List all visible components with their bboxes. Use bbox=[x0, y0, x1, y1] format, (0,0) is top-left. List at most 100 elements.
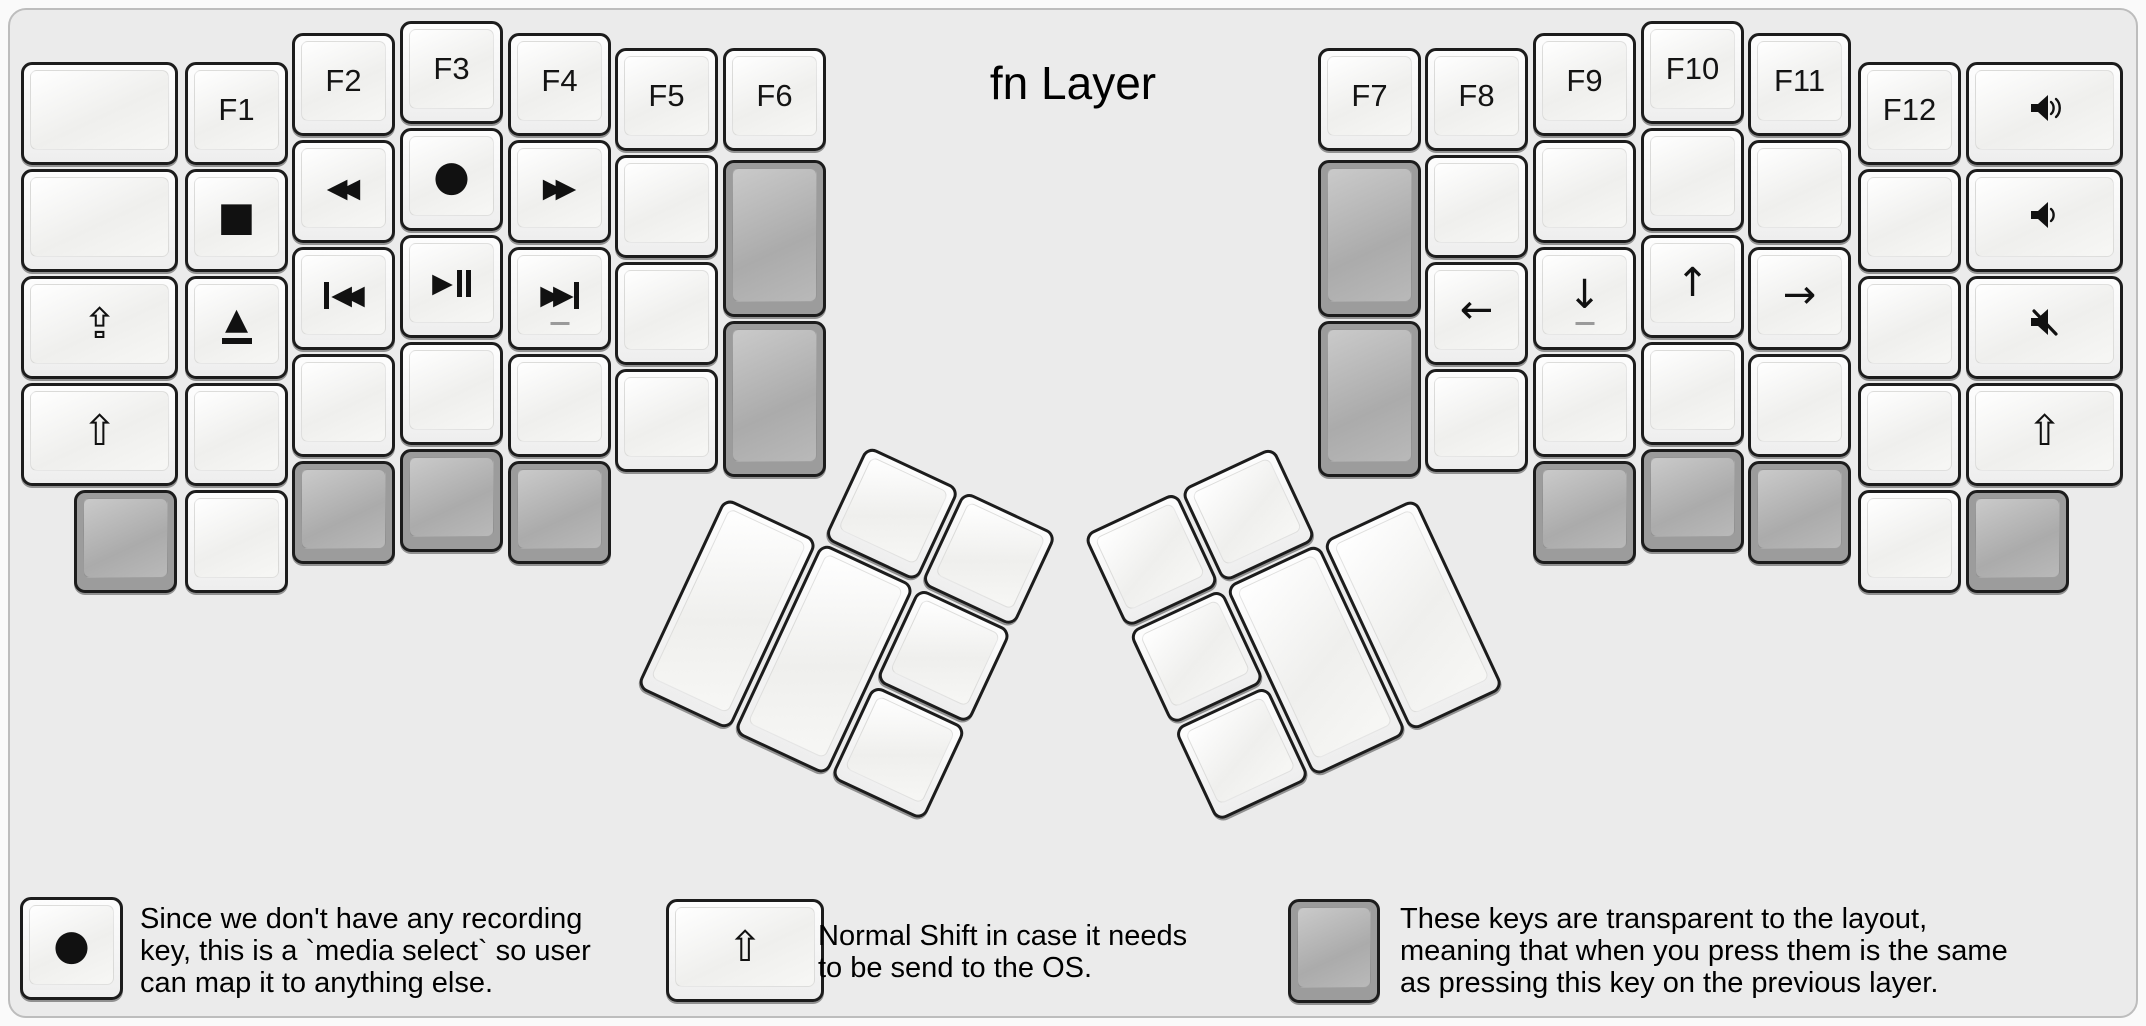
keycap bbox=[1542, 469, 1627, 549]
key-f5[interactable]: F5 bbox=[615, 48, 718, 151]
key-blank[interactable] bbox=[21, 62, 178, 165]
keycap bbox=[1650, 136, 1735, 216]
key-blank[interactable] bbox=[1858, 490, 1961, 593]
keycap: ↑ bbox=[1650, 243, 1735, 323]
key-transparent[interactable] bbox=[1533, 461, 1636, 564]
key-transparent[interactable] bbox=[1748, 461, 1851, 564]
keycap bbox=[1542, 362, 1627, 442]
key-transparent[interactable] bbox=[1318, 160, 1421, 317]
key-blank[interactable] bbox=[292, 354, 395, 457]
key-f8[interactable]: F8 bbox=[1425, 48, 1528, 151]
keycap: ◀◀ bbox=[301, 255, 386, 335]
key-transparent[interactable] bbox=[292, 461, 395, 564]
key-rewind[interactable]: ◀◀ bbox=[292, 140, 395, 243]
key-blank[interactable] bbox=[615, 155, 718, 258]
key-mute[interactable] bbox=[1966, 276, 2123, 379]
key-blank[interactable] bbox=[1858, 383, 1961, 486]
key-transparent[interactable] bbox=[1641, 449, 1744, 552]
key-next-track[interactable]: ▶▶ bbox=[508, 247, 611, 350]
arrow-left-icon: ← bbox=[1459, 287, 1494, 333]
key-f3[interactable]: F3 bbox=[400, 21, 503, 124]
key-f12[interactable]: F12 bbox=[1858, 62, 1961, 165]
key-caps-lock[interactable]: ⇪ bbox=[21, 276, 178, 379]
volume-down-icon bbox=[2026, 199, 2064, 236]
keycap bbox=[1650, 350, 1735, 430]
keycap bbox=[624, 163, 709, 243]
keycap bbox=[1757, 469, 1842, 549]
key-blank[interactable] bbox=[400, 342, 503, 445]
key-blank[interactable] bbox=[1748, 140, 1851, 243]
key-prev-track[interactable]: ◀◀ bbox=[292, 247, 395, 350]
key-blank[interactable] bbox=[1858, 276, 1961, 379]
keycap bbox=[1867, 498, 1952, 578]
key-blank[interactable] bbox=[1641, 128, 1744, 231]
key-arrow-left[interactable]: ← bbox=[1425, 262, 1528, 365]
legend-text-media-select: Since we don't have any recording key, t… bbox=[140, 903, 591, 999]
key-shift[interactable]: ⇧ bbox=[1966, 383, 2123, 486]
key-blank[interactable] bbox=[1858, 169, 1961, 272]
key-play-pause[interactable]: ▶ bbox=[400, 235, 503, 338]
key-arrow-right[interactable]: → bbox=[1748, 247, 1851, 350]
keycap bbox=[1975, 177, 2114, 257]
key-transparent[interactable] bbox=[723, 160, 826, 317]
key-f2[interactable]: F2 bbox=[292, 33, 395, 136]
key-f4[interactable]: F4 bbox=[508, 33, 611, 136]
key-arrow-down[interactable]: ↓ bbox=[1533, 247, 1636, 350]
keycap: F11 bbox=[1757, 41, 1842, 121]
key-f9[interactable]: F9 bbox=[1533, 33, 1636, 136]
keycap: F3 bbox=[409, 29, 494, 109]
key-transparent[interactable] bbox=[1318, 321, 1421, 477]
key-blank[interactable] bbox=[185, 490, 288, 593]
key-transparent[interactable] bbox=[508, 461, 611, 564]
key-f10[interactable]: F10 bbox=[1641, 21, 1744, 124]
key-blank[interactable] bbox=[1748, 354, 1851, 457]
key-f11[interactable]: F11 bbox=[1748, 33, 1851, 136]
key-blank[interactable] bbox=[21, 169, 178, 272]
keycap bbox=[624, 270, 709, 350]
key-transparent[interactable] bbox=[400, 449, 503, 552]
key-blank[interactable] bbox=[1533, 140, 1636, 243]
keycap: F1 bbox=[194, 70, 279, 150]
key-f1[interactable]: F1 bbox=[185, 62, 288, 165]
key-blank[interactable] bbox=[1425, 155, 1528, 258]
key-eject[interactable]: ▲ bbox=[185, 276, 288, 379]
shift-icon: ⇧ bbox=[2026, 406, 2063, 455]
key-blank[interactable] bbox=[185, 383, 288, 486]
key-volume-up[interactable] bbox=[1966, 62, 2123, 165]
key-blank[interactable] bbox=[615, 262, 718, 365]
keycap: ● bbox=[29, 905, 114, 985]
keycap bbox=[409, 350, 494, 430]
key-transparent[interactable] bbox=[74, 490, 177, 593]
key-blank[interactable] bbox=[1533, 354, 1636, 457]
key-label: F11 bbox=[1773, 63, 1826, 98]
key-arrow-up[interactable]: ↑ bbox=[1641, 235, 1744, 338]
key-volume-down[interactable] bbox=[1966, 169, 2123, 272]
keycap: ▲ bbox=[194, 284, 279, 364]
key-transparent[interactable] bbox=[723, 321, 826, 477]
keycap bbox=[889, 598, 1001, 707]
key-blank[interactable] bbox=[1641, 342, 1744, 445]
key-f6[interactable]: F6 bbox=[723, 48, 826, 151]
keycap: ■ bbox=[194, 177, 279, 257]
keycap: ◀◀ bbox=[301, 148, 386, 228]
key-transparent[interactable] bbox=[1966, 490, 2069, 593]
key-stop[interactable]: ■ bbox=[185, 169, 288, 272]
keycap bbox=[732, 168, 817, 302]
key-blank[interactable] bbox=[615, 369, 718, 472]
volume-up-icon bbox=[2026, 92, 2064, 129]
record-icon: ● bbox=[53, 920, 90, 969]
key-label: F8 bbox=[1458, 78, 1495, 113]
keycap: ▶▶ bbox=[517, 255, 602, 335]
arrow-down-icon: ↓ bbox=[1567, 272, 1602, 318]
keycap bbox=[624, 377, 709, 457]
key-label: F12 bbox=[1882, 92, 1937, 127]
key-shift[interactable]: ⇧ bbox=[21, 383, 178, 486]
key-blank[interactable] bbox=[1425, 369, 1528, 472]
key-f7[interactable]: F7 bbox=[1318, 48, 1421, 151]
keycap bbox=[1975, 284, 2114, 364]
keycap: ↓ bbox=[1542, 255, 1627, 335]
key-record[interactable]: ● bbox=[400, 128, 503, 231]
key-label: F2 bbox=[325, 63, 362, 98]
key-fast-forward[interactable]: ▶▶ bbox=[508, 140, 611, 243]
key-blank[interactable] bbox=[508, 354, 611, 457]
